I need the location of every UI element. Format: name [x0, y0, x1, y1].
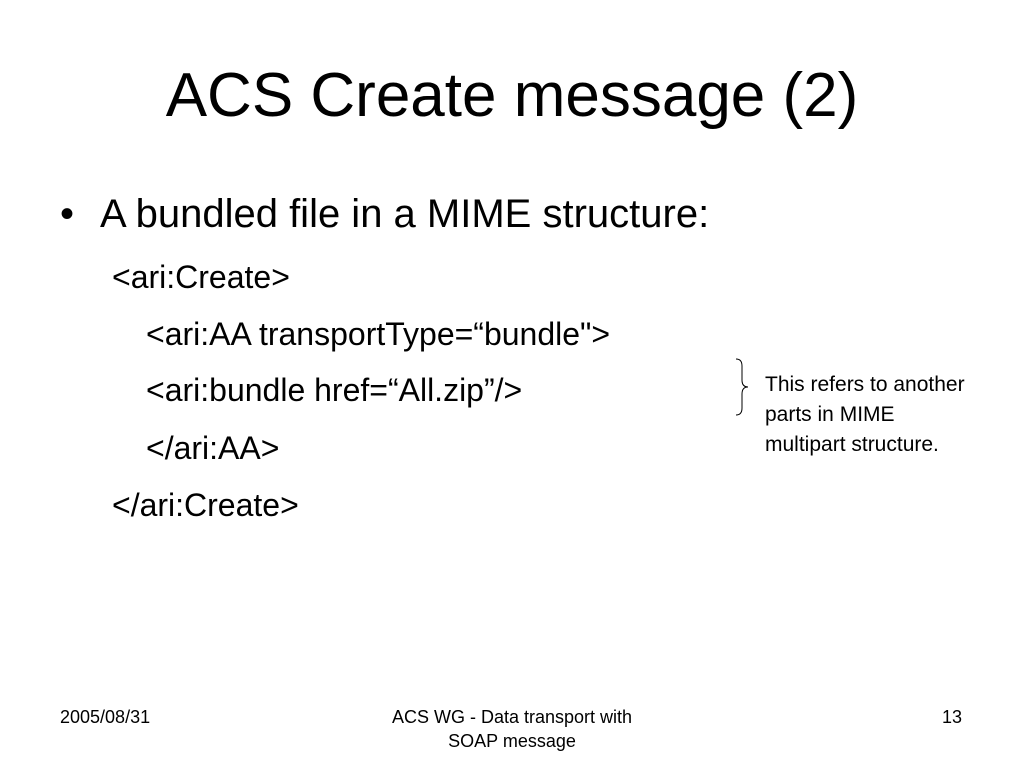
- annotation-line: parts in MIME: [765, 403, 895, 426]
- footer-title-line: SOAP message: [448, 731, 576, 751]
- annotation-line: multipart structure.: [765, 433, 939, 456]
- code-line-aa-close: </ari:AA>: [146, 430, 280, 466]
- slide-title: ACS Create message (2): [165, 61, 859, 130]
- bullet-marker: •: [60, 192, 75, 236]
- code-line-create-open: <ari:Create>: [112, 259, 290, 295]
- footer-title-line: ACS WG - Data transport with: [391, 707, 633, 727]
- code-line-aa-open: <ari:AA transportType=“bundle">: [146, 316, 611, 352]
- code-line-create-close: </ari:Create>: [112, 487, 299, 523]
- bullet-item: • A bundled file in a MIME structure:: [60, 190, 709, 238]
- annotation-note: This refers to another parts in MIME mul…: [765, 370, 1020, 460]
- curly-brace-icon: [735, 358, 749, 416]
- code-line-bundle: <ari:bundle href=“All.zip”/>: [146, 372, 523, 408]
- footer-date: 2005/08/31: [60, 707, 151, 727]
- footer-title: ACS WG - Data transport with SOAP messag…: [312, 705, 712, 753]
- bullet-text: A bundled file in a MIME structure:: [100, 192, 710, 236]
- annotation-line: This refers to another: [765, 373, 965, 396]
- page-number: 13: [941, 707, 962, 727]
